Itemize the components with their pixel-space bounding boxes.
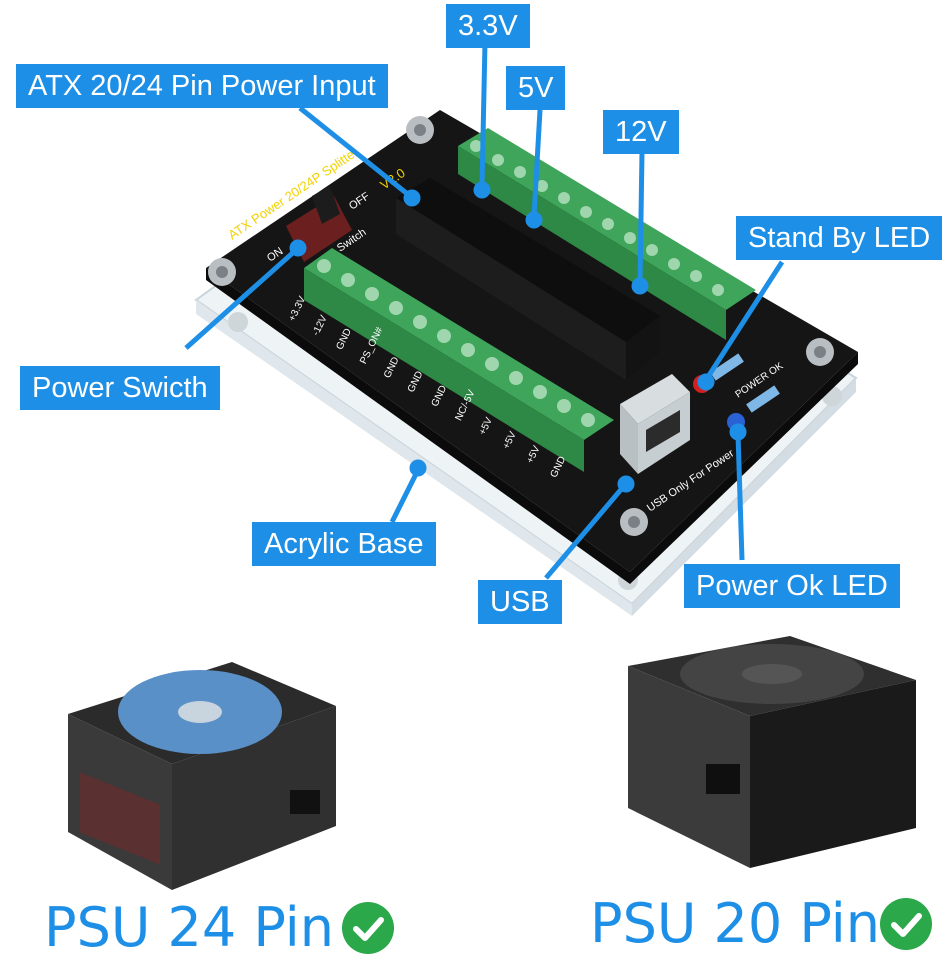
leader-usb (544, 484, 626, 580)
leader-switch (184, 248, 298, 350)
leader-acrylic (389, 468, 421, 524)
usb-port (620, 374, 690, 474)
leader-standby (703, 260, 785, 382)
callout-acrylic-base: Acrylic Base (252, 522, 436, 566)
psu-20pin-image (628, 636, 916, 868)
callout-standby-led: Stand By LED (736, 216, 943, 260)
pcb-board (206, 110, 858, 584)
leader-3v3 (479, 41, 488, 187)
callout-5v: 5V (506, 66, 566, 110)
leader-atx (298, 106, 412, 198)
callout-usb: USB (478, 580, 562, 624)
callout-power-switch: Power Swicth (20, 366, 220, 410)
callout-power-ok-led: Power Ok LED (684, 564, 900, 608)
terminal-screws-top (470, 140, 724, 296)
leader-lines (184, 41, 785, 580)
callout-12v: 12V (603, 110, 679, 154)
caption-psu-20pin: PSU 20 Pin (590, 892, 881, 955)
caption-psu-24pin: PSU 24 Pin (44, 896, 335, 959)
callout-atx-input: ATX 20/24 Pin Power Input (16, 64, 388, 108)
callout-3v3: 3.3V (446, 4, 530, 48)
screw (208, 258, 236, 286)
psu-24pin-image (68, 662, 336, 890)
check-circle-icon (342, 902, 394, 954)
screw (806, 338, 834, 366)
leader-5v (531, 109, 543, 217)
leader-powerok (735, 433, 745, 561)
atx-24pin-connector (396, 178, 660, 380)
terminal-screws-front (317, 259, 595, 427)
screw (406, 116, 434, 144)
leader-12v (637, 151, 645, 283)
check-circle-icon (880, 898, 932, 950)
screw (620, 508, 648, 536)
